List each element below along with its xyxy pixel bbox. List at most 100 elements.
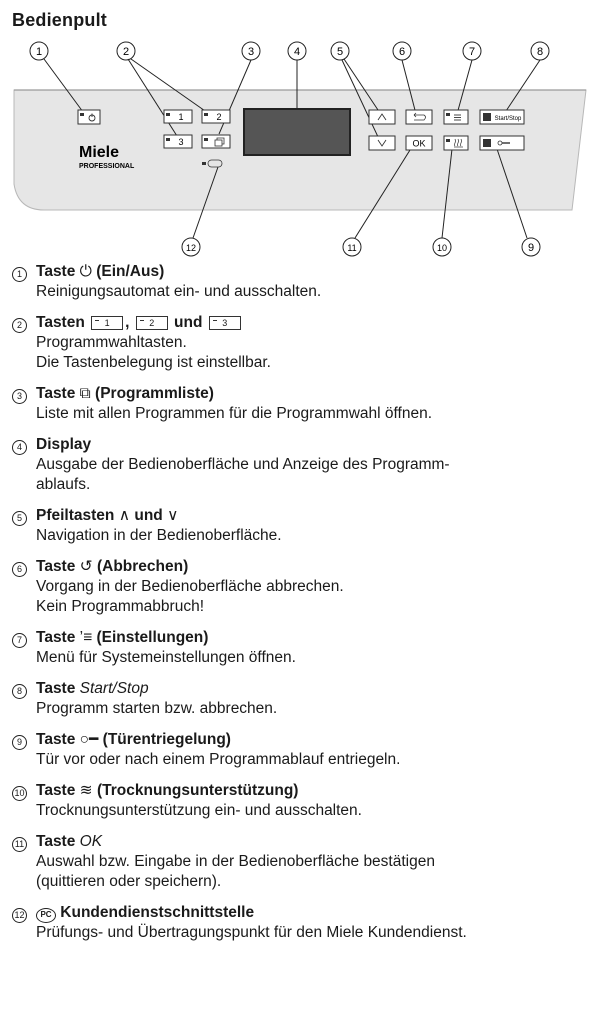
separator: und (169, 314, 207, 331)
item-number: 8 (12, 684, 27, 699)
item-number: 1 (12, 267, 27, 282)
callout-4-label: 4 (294, 46, 300, 58)
start-stop-key-label: Start/Stop (495, 116, 522, 122)
legend-item-7: 7 Taste ’≡ (Einstellungen) Menü für Syst… (12, 628, 587, 668)
settings-key[interactable] (443, 109, 469, 125)
separator: , (125, 314, 134, 331)
ok-key[interactable]: OK (405, 135, 433, 151)
callout-5: 5 (330, 41, 350, 61)
callout-3-label: 3 (248, 46, 254, 58)
item-number: 5 (12, 511, 27, 526)
item-description: Menü für Systemeinstellungen öffnen. (36, 649, 296, 666)
back-icon (413, 112, 426, 121)
key-3-symbol: 3 (208, 316, 241, 330)
item-head-suffix: Kundendienstschnittstelle (56, 904, 255, 921)
ok-key-label: OK (412, 139, 425, 149)
callout-6-label: 6 (399, 46, 405, 58)
key-1-symbol: 1 (91, 316, 124, 330)
arrow-down-icon (377, 139, 387, 147)
display-screen (243, 108, 351, 156)
arrow-up-icon: ∧ (118, 507, 131, 524)
program-key-1[interactable]: 1 (163, 109, 193, 124)
pc-interface-icon (207, 159, 223, 168)
drying-key[interactable] (443, 135, 469, 151)
arrow-up-icon (377, 113, 387, 121)
legend-item-10: 10 Taste ≋ (Trocknungsunterstützung) Tro… (12, 781, 587, 821)
callout-9-label: 9 (528, 242, 534, 254)
brand-sub: PROFESSIONAL (79, 163, 135, 170)
start-stop-label: Start/Stop (79, 680, 149, 697)
item-description: Navigation in der Bedienoberfläche. (36, 527, 282, 544)
item-description: Tür vor oder nach einem Programmablauf e… (36, 751, 401, 768)
item-number: 9 (12, 735, 27, 750)
callout-5-label: 5 (337, 46, 343, 58)
item-head-suffix: (Programmliste) (90, 385, 214, 402)
callout-4: 4 (287, 41, 307, 61)
item-number: 12 (12, 908, 27, 923)
callout-3: 3 (241, 41, 261, 61)
callout-9: 9 (521, 237, 541, 257)
ok-label: OK (79, 833, 103, 850)
program-key-1-label: 1 (178, 112, 183, 122)
item-head-suffix: (Abbrechen) (92, 558, 189, 575)
item-number: 10 (12, 786, 27, 801)
back-key[interactable] (405, 109, 433, 125)
drying-icon: ≋ (79, 782, 93, 799)
item-description: Ausgabe der Bedienoberfläche und Anzeige… (36, 456, 450, 493)
arrow-down-key[interactable] (368, 135, 396, 151)
item-head: Taste (36, 731, 80, 748)
item-head: Tasten (36, 314, 90, 331)
door-release-key[interactable] (479, 135, 525, 151)
program-key-3[interactable]: 3 (163, 134, 193, 149)
legend-item-12: 12 PC Kundendienstschnittstelle Prüfungs… (12, 903, 587, 943)
item-description: Programmwahltasten. Die Tastenbelegung i… (36, 334, 271, 371)
brand-logo: Miele (79, 144, 119, 161)
item-head-suffix: (Einstellungen) (92, 629, 209, 646)
key-icon: ○━ (79, 731, 99, 748)
legend-item-11: 11 Taste OK Auswahl bzw. Eingabe in der … (12, 832, 587, 892)
key-icon (497, 140, 510, 146)
callout-2: 2 (116, 41, 136, 61)
item-head-suffix: (Türentriegelung) (98, 731, 231, 748)
pc-interface-icon: PC (36, 907, 56, 923)
power-icon: ⏻ (79, 263, 92, 280)
item-head: Taste (36, 782, 80, 799)
control-panel-diagram: 1 2 3 4 5 6 7 8 9 10 11 12 (13, 41, 587, 257)
legend-item-9: 9 Taste ○━ (Türentriegelung) Tür vor ode… (12, 730, 587, 770)
legend-item-3: 3 Taste ⧉ (Programmliste) Liste mit alle… (12, 384, 587, 424)
legend-item-8: 8 Taste Start/Stop Programm starten bzw.… (12, 679, 587, 719)
legend-item-5: 5 Pfeiltasten ∧ und ∨ Navigation in der … (12, 506, 587, 546)
callout-8: 8 (530, 41, 550, 61)
item-number: 4 (12, 440, 27, 455)
service-interface (202, 159, 223, 168)
arrow-up-key[interactable] (368, 109, 396, 125)
item-description: Trocknungsunterstützung ein- und ausscha… (36, 802, 362, 819)
callout-12: 12 (181, 237, 201, 257)
item-number: 6 (12, 562, 27, 577)
item-description: Reinigungsautomat ein- und ausschalten. (36, 283, 322, 300)
item-head: Pfeiltasten (36, 507, 119, 524)
legend-item-2: 2 Tasten 1, 2 und 3 Programmwahltasten. … (12, 313, 587, 373)
item-head: Taste (36, 629, 80, 646)
item-description: Auswahl bzw. Eingabe in der Bedienoberfl… (36, 853, 435, 890)
callout-7: 7 (462, 41, 482, 61)
legend-item-4: 4 Display Ausgabe der Bedienoberfläche u… (12, 435, 587, 495)
item-head: Taste (36, 385, 80, 402)
legend-item-1: 1 Taste ⏻ (Ein/Aus) Reinigungsautomat ei… (12, 262, 587, 302)
power-key[interactable] (77, 109, 101, 125)
item-description: Liste mit allen Programmen für die Progr… (36, 405, 432, 422)
callout-12-label: 12 (186, 243, 196, 253)
item-head: Taste (36, 833, 80, 850)
settings-icon: ’≡ (79, 629, 93, 646)
program-list-key[interactable] (201, 134, 231, 149)
callout-8-label: 8 (537, 46, 543, 58)
program-key-2[interactable]: 2 (201, 109, 231, 124)
item-head: Taste (36, 263, 80, 280)
program-list-icon (214, 137, 225, 147)
item-number: 2 (12, 318, 27, 333)
callout-7-label: 7 (469, 46, 475, 58)
legend-item-6: 6 Taste ↺ (Abbrechen) Vorgang in der Bed… (12, 557, 587, 617)
callout-10-label: 10 (437, 243, 447, 253)
drying-icon (454, 138, 463, 148)
start-stop-key[interactable]: Start/Stop (479, 109, 525, 125)
